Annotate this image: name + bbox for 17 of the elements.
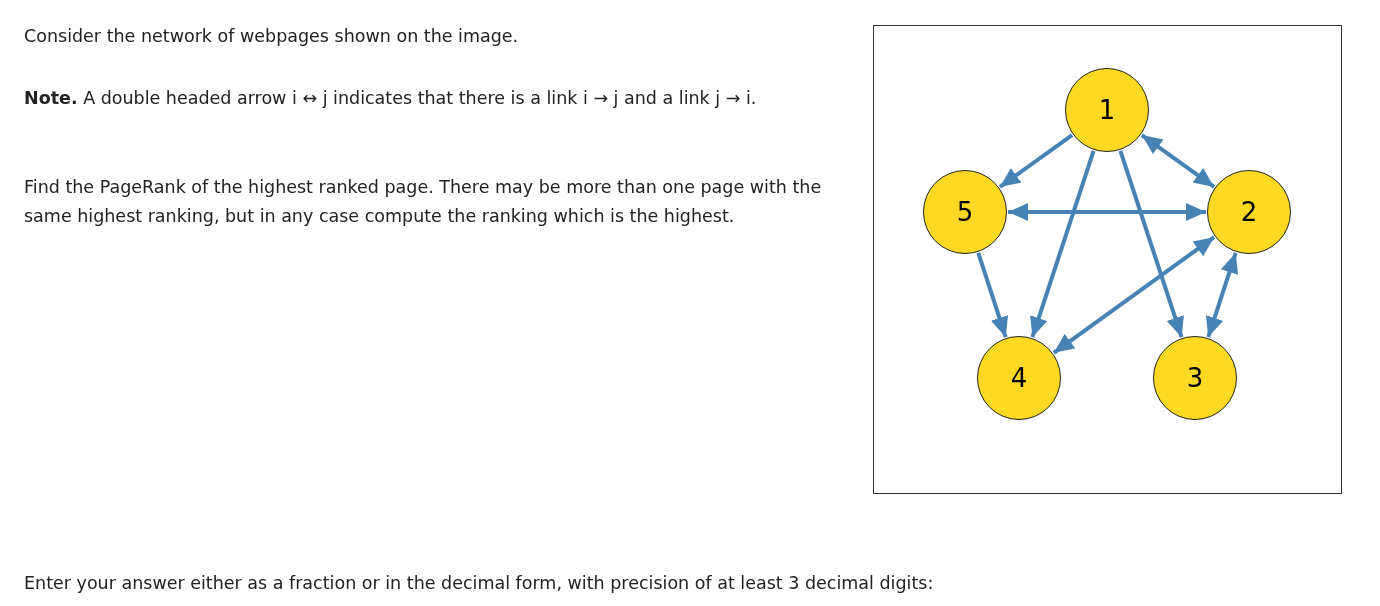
arrow [1008,203,1206,221]
arrow [1140,133,1216,189]
paragraph: Consider the network of webpages shown on the image. [24,25,520,48]
paragraph: Note. A double headed arrow i ↔ j indicates that there is a link i → j and a link j → i. [24,87,758,110]
page-node: 2 [1207,170,1291,254]
page-node: 5 [923,170,1007,254]
arrow [1205,252,1239,338]
arrow [1052,235,1216,355]
page-node: 3 [1153,336,1237,420]
arrow [976,252,1009,338]
page-node: 1 [1065,68,1149,152]
arrow [998,133,1074,189]
arrow [1118,150,1184,338]
page-node: 4 [977,336,1061,420]
arrow [1030,150,1096,338]
paragraph: Find the PageRank of the highest ranked page. There may be more than one page with the same highest ranking, but in any case compute the ranking which is the highest. [24,176,823,228]
paragraph: Enter your answer either as a fraction or in the decimal form, with precision of at least 3 decimal digits: [24,572,935,595]
